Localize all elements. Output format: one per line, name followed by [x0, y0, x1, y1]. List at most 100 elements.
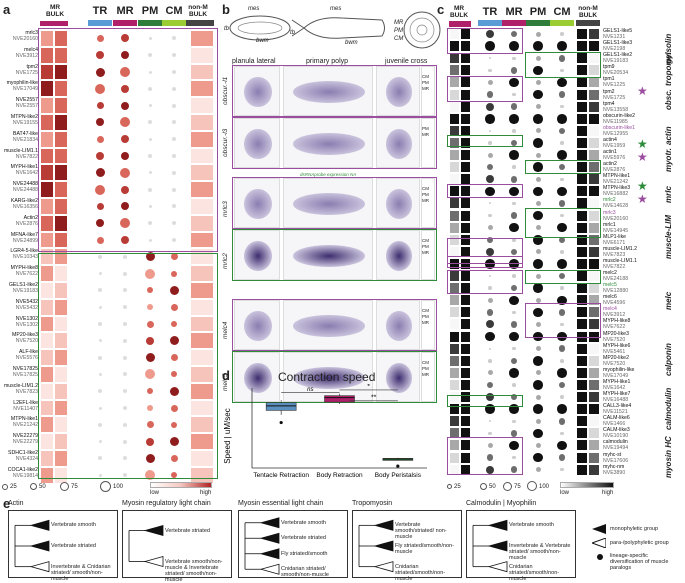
- expression-dot: [172, 154, 176, 158]
- c-expression-dot: [533, 162, 543, 172]
- c-expression-dot: [558, 55, 566, 62]
- heat-cell-nonm: [190, 114, 214, 131]
- heat-cell: [54, 181, 68, 198]
- region-tags: CM PM MR: [422, 74, 429, 91]
- c-expression-dot: [535, 55, 541, 61]
- stain-blob: [293, 132, 365, 156]
- ish-image: [234, 178, 280, 228]
- c-expression-dot: [512, 129, 516, 133]
- c-heat-cell-nonm: [576, 403, 588, 416]
- expression-dot: [148, 86, 152, 91]
- c-expression-dot: [485, 331, 495, 342]
- c-gene-id: NVE7520: [603, 360, 626, 367]
- c-expression-dot: [533, 41, 543, 51]
- c-highlight-box: [447, 28, 523, 54]
- heat-cell: [54, 399, 68, 417]
- gene-name: tpm2: [26, 63, 38, 70]
- expression-dot: [170, 354, 178, 362]
- c-expression-dot: [535, 128, 541, 134]
- c-gene-name: myhc-nm: [603, 463, 625, 470]
- c-gene-name: tpm1: [603, 76, 615, 83]
- c-heat-cell: [460, 185, 471, 198]
- c-heat-cell: [449, 415, 460, 428]
- legend-low-a: low: [150, 490, 160, 496]
- tree-clade: [29, 519, 50, 531]
- heat-cell: [40, 147, 54, 165]
- c-heat-cell-nonm: [576, 342, 588, 355]
- panel-e-label: e: [3, 496, 11, 511]
- expression-dot: [147, 388, 153, 395]
- expression-dot: [148, 120, 152, 125]
- ish-image: [234, 230, 280, 280]
- gene-id: NVE3912: [15, 52, 38, 59]
- x-tick-label: Body Retraction: [316, 472, 363, 479]
- expression-dot: [121, 236, 129, 244]
- col-title-polyp: primary polyp: [306, 58, 349, 65]
- expression-dot: [148, 221, 152, 226]
- gene-id: NVE17825: [12, 372, 38, 378]
- header-nonm-bulk-label: BULK: [188, 11, 208, 18]
- c-heat-cell-nonm: [576, 257, 588, 270]
- c-expression-dot: [533, 235, 543, 245]
- expression-dot: [171, 421, 177, 428]
- c-gene-id: NVE20534: [603, 70, 629, 77]
- c-header-cm: CM: [553, 6, 571, 18]
- stain-blob: [385, 77, 413, 107]
- gene-id: NVE4324: [15, 456, 38, 462]
- c-expression-dot: [509, 368, 519, 378]
- c-highlight-box: [447, 135, 523, 147]
- c-expression-dot: [487, 225, 493, 231]
- c-expression-dot: [533, 428, 543, 439]
- row-gene-label: obscur.-l1: [222, 76, 229, 105]
- legend-dot-25: [2, 484, 8, 490]
- row-gene-label: obscur.-l3: [222, 128, 229, 157]
- c-expression-dot: [535, 442, 541, 448]
- c-gene-name: obscurin-like1: [603, 124, 636, 131]
- gene-name: MYPH-like1: [10, 164, 38, 171]
- c-expression-dot: [486, 247, 494, 256]
- c-heat-cell: [460, 439, 471, 452]
- c-expression-dot: [560, 104, 564, 109]
- c-expression-dot: [535, 200, 541, 206]
- tree-leaf-label: Vertebrate striated: [281, 535, 326, 542]
- schema-thumb: [421, 300, 435, 350]
- tree-clade: [487, 540, 508, 552]
- c-expression-dot: [558, 454, 566, 461]
- c-gene-id: NVE12880: [603, 288, 629, 295]
- c-expression-dot: [560, 286, 564, 290]
- gene-name: MTPN-like1: [10, 416, 38, 423]
- expression-dot: [96, 219, 104, 228]
- gene-name: NVE5432: [15, 298, 38, 305]
- panel-c-label: c: [437, 2, 445, 17]
- c-heat-cell: [449, 378, 460, 391]
- legend-div: lineage-specific diversification of musc…: [610, 553, 669, 571]
- expression-dot: [121, 34, 129, 43]
- heat-cell-nonm: [190, 164, 214, 182]
- heat-cell-nonm: [190, 332, 214, 350]
- heat-cell: [54, 248, 68, 266]
- heat-cell: [40, 198, 54, 215]
- ish-image: [234, 300, 280, 350]
- c-expression-dot: [535, 104, 541, 110]
- legend-dot-75: [60, 482, 69, 491]
- c-header-mr: MR: [453, 5, 465, 12]
- expression-dot: [148, 204, 152, 208]
- c-gene-id: NVE3890: [603, 469, 626, 476]
- heat-cell-nonm: [190, 366, 214, 383]
- c-expression-dot: [509, 186, 519, 197]
- expression-dot: [172, 137, 176, 142]
- header-nonm: non-M: [188, 4, 208, 11]
